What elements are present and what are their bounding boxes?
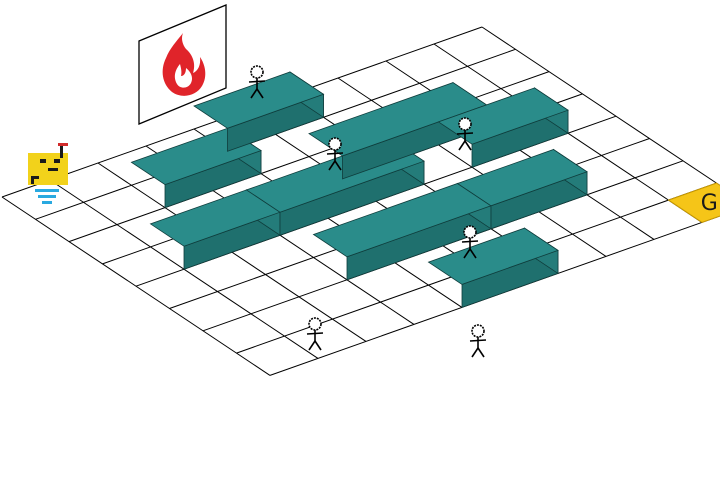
person-icon: [456, 117, 474, 151]
robot-arm: [31, 176, 39, 179]
person-leg: [308, 340, 316, 351]
person-head: [328, 137, 342, 151]
person-head: [250, 65, 264, 79]
fire-icon: [162, 33, 206, 96]
robot-beam: [42, 201, 52, 204]
obstacle-block: [193, 71, 325, 152]
person-arms: [469, 339, 487, 342]
robot-beam: [35, 189, 59, 192]
robot-beam: [38, 195, 56, 198]
person-leg: [469, 248, 477, 259]
fire-sign: [138, 4, 227, 125]
person-leg: [477, 347, 485, 358]
person-leg: [464, 140, 472, 151]
block-top: [427, 227, 559, 285]
person-head: [463, 225, 477, 239]
person-icon: [326, 137, 344, 171]
person-leg: [458, 140, 466, 151]
goal-label: G: [701, 191, 718, 216]
robot-eye: [54, 159, 60, 163]
person-arms: [326, 152, 344, 155]
person-icon: [461, 225, 479, 259]
person-leg: [471, 347, 479, 358]
robot-antenna-tip: [58, 143, 68, 146]
robot-arm: [31, 176, 34, 184]
person-icon: [306, 317, 324, 351]
robot-antenna: [60, 146, 63, 158]
person-arms: [461, 240, 479, 243]
person-arms: [248, 80, 266, 83]
robot-mouth: [48, 168, 58, 171]
person-leg: [328, 160, 336, 171]
person-arms: [456, 132, 474, 135]
person-head: [471, 324, 485, 338]
obstacle-block: [427, 227, 559, 308]
person-head: [458, 117, 472, 131]
block-top: [456, 149, 588, 207]
person-leg: [250, 88, 258, 99]
block-top: [193, 71, 325, 129]
obstacle-block: [437, 87, 569, 168]
block-top: [437, 87, 569, 145]
person-leg: [463, 248, 471, 259]
person-arms: [306, 332, 324, 335]
people-layer: [248, 65, 487, 358]
person-head: [308, 317, 322, 331]
obstacle-block: [456, 148, 588, 230]
robot-eye: [40, 159, 46, 163]
robot-icon: [28, 143, 68, 204]
person-icon: [469, 324, 487, 358]
person-icon: [248, 65, 266, 99]
goal-cell: [667, 182, 720, 223]
obstacle-block: [312, 182, 492, 281]
person-leg: [334, 160, 342, 171]
person-leg: [314, 340, 322, 351]
obstacle-blocks: [130, 71, 588, 308]
person-leg: [256, 88, 264, 99]
goal-tile: G: [667, 182, 720, 223]
